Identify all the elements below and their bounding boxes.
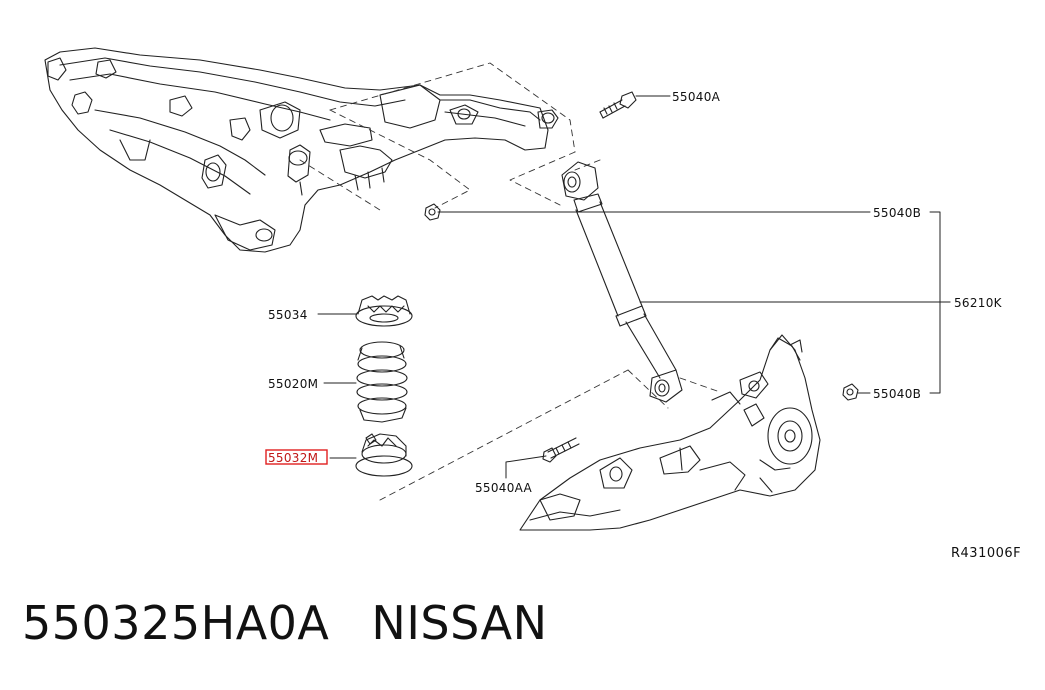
subframe-dashed-guides bbox=[299, 62, 601, 211]
part-caption: 550325HA0A NISSAN bbox=[22, 596, 548, 650]
spring-dashed-guides bbox=[379, 369, 721, 501]
caption-brand: NISSAN bbox=[371, 596, 548, 650]
callout-nut-upper: 55040B bbox=[873, 206, 921, 220]
upper-nut-drawing bbox=[424, 203, 441, 221]
knuckle-arm-drawing bbox=[519, 334, 821, 531]
coil-spring-drawing bbox=[356, 341, 408, 423]
diagram-reference: R431006F bbox=[951, 546, 1021, 561]
lower-bolt-drawing bbox=[542, 437, 580, 463]
callout-upper-spring-seat: 55034 bbox=[268, 308, 308, 322]
highlight-box bbox=[265, 449, 328, 465]
callout-bolt-lower: 55040AA bbox=[475, 481, 533, 495]
upper-bolt-drawing bbox=[599, 91, 637, 119]
leader-lines bbox=[317, 95, 951, 479]
lower-nut-drawing bbox=[842, 383, 859, 401]
subframe-drawing bbox=[44, 47, 559, 253]
lower-spring-seat-drawing bbox=[355, 433, 413, 477]
callout-bolt-upper: 55040A bbox=[672, 90, 721, 104]
shock-absorber-drawing bbox=[561, 161, 683, 403]
callout-nut-lower: 55040B bbox=[873, 387, 921, 401]
callout-lower-spring-seat: 55032M bbox=[268, 451, 318, 465]
callout-coil-spring: 55020M bbox=[268, 377, 318, 391]
upper-spring-seat-drawing bbox=[355, 295, 413, 327]
callout-shock-absorber: 56210K bbox=[954, 296, 1003, 310]
caption-part-number: 550325HA0A bbox=[22, 596, 330, 650]
